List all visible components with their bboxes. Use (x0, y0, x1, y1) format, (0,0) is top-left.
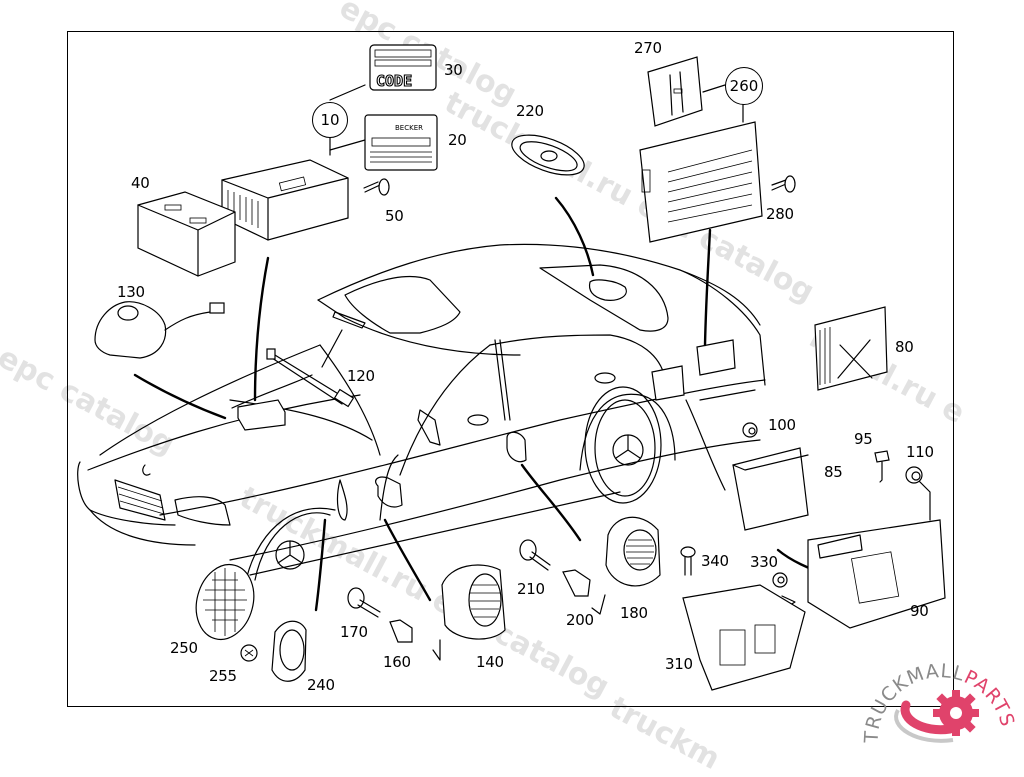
logo-wordmark: TRUCKMALLPARTS (861, 660, 1019, 744)
callout-100[interactable]: 100 (768, 416, 796, 434)
callout-340[interactable]: 340 (701, 552, 729, 570)
logo-brand-accent: PARTS (961, 666, 1019, 730)
callout-85[interactable]: 85 (824, 463, 843, 481)
part-90-bracket[interactable] (807, 519, 946, 629)
callout-200[interactable]: 200 (566, 611, 594, 629)
callout-160[interactable]: 160 (383, 653, 411, 671)
callout-110[interactable]: 110 (906, 443, 934, 461)
part-20-ident-card[interactable]: BECKER (364, 114, 438, 171)
gear-icon (894, 690, 979, 743)
part-120-sensor[interactable] (266, 348, 355, 408)
callout-255[interactable]: 255 (209, 667, 237, 685)
callout-220[interactable]: 220 (516, 102, 544, 120)
part-85-control-unit[interactable] (732, 447, 809, 531)
callout-330[interactable]: 330 (750, 553, 778, 571)
part-210-screw[interactable] (519, 539, 551, 571)
logo-brand-dark: TRUCKMALL (861, 660, 968, 744)
part-140-speaker[interactable] (441, 564, 506, 640)
callout-130[interactable]: 130 (117, 283, 145, 301)
part-310-bracket[interactable] (682, 584, 806, 691)
callout-30[interactable]: 30 (444, 61, 463, 79)
callout-80[interactable]: 80 (895, 338, 914, 356)
callout-20[interactable]: 20 (448, 131, 467, 149)
callout-10[interactable]: 10 (312, 102, 348, 138)
part-330-grommet[interactable] (772, 572, 788, 588)
part-160-clip[interactable] (389, 619, 413, 643)
truckmallparts-logo: TRUCKMALLPARTS (858, 655, 1024, 750)
diagram-frame (67, 31, 954, 707)
diagram-artwork: CODE BECKER (77, 44, 946, 691)
part-radio-unit[interactable] (221, 159, 349, 241)
part-95-screw[interactable] (874, 450, 890, 483)
callout-90[interactable]: 90 (910, 602, 929, 620)
part-80-amplifier[interactable] (814, 306, 888, 391)
part-340-bolt[interactable] (680, 546, 696, 576)
part-170-screw[interactable] (347, 587, 381, 618)
part-240-speaker[interactable] (271, 620, 307, 682)
part-200-clip[interactable] (562, 569, 591, 597)
part-40-mounting-frame[interactable] (137, 191, 236, 277)
callout-170[interactable]: 170 (340, 623, 368, 641)
callout-310[interactable]: 310 (665, 655, 693, 673)
part-180-tweeter[interactable] (605, 516, 661, 587)
callout-120[interactable]: 120 (347, 367, 375, 385)
part-270-cover[interactable] (647, 56, 703, 127)
part-260-cd-changer[interactable] (639, 121, 763, 243)
svg-text:TRUCKMALLPARTS: TRUCKMALLPARTS (861, 660, 1019, 744)
part-100-nut[interactable] (742, 422, 758, 438)
code-card-text: CODE (376, 72, 412, 90)
part-220-speaker[interactable] (507, 127, 589, 183)
callout-270[interactable]: 270 (634, 39, 662, 57)
callout-95[interactable]: 95 (854, 430, 873, 448)
callout-40[interactable]: 40 (131, 174, 150, 192)
callout-180[interactable]: 180 (620, 604, 648, 622)
part-255-clip[interactable] (240, 644, 258, 662)
id-card-brand: BECKER (395, 124, 423, 132)
part-250-speaker-grille[interactable] (188, 558, 262, 646)
callout-250[interactable]: 250 (170, 639, 198, 657)
part-280-screw[interactable] (771, 175, 796, 193)
callout-50[interactable]: 50 (385, 207, 404, 225)
part-50-screw[interactable] (363, 178, 390, 196)
part-110-nut[interactable] (905, 466, 923, 484)
callout-260[interactable]: 260 (725, 67, 763, 105)
part-30-code-card[interactable]: CODE (369, 44, 437, 91)
car-illustration (77, 243, 766, 586)
callout-240[interactable]: 240 (307, 676, 335, 694)
callout-280[interactable]: 280 (766, 205, 794, 223)
callout-140[interactable]: 140 (476, 653, 504, 671)
part-130-antenna-motor[interactable] (94, 301, 225, 359)
callout-210[interactable]: 210 (517, 580, 545, 598)
